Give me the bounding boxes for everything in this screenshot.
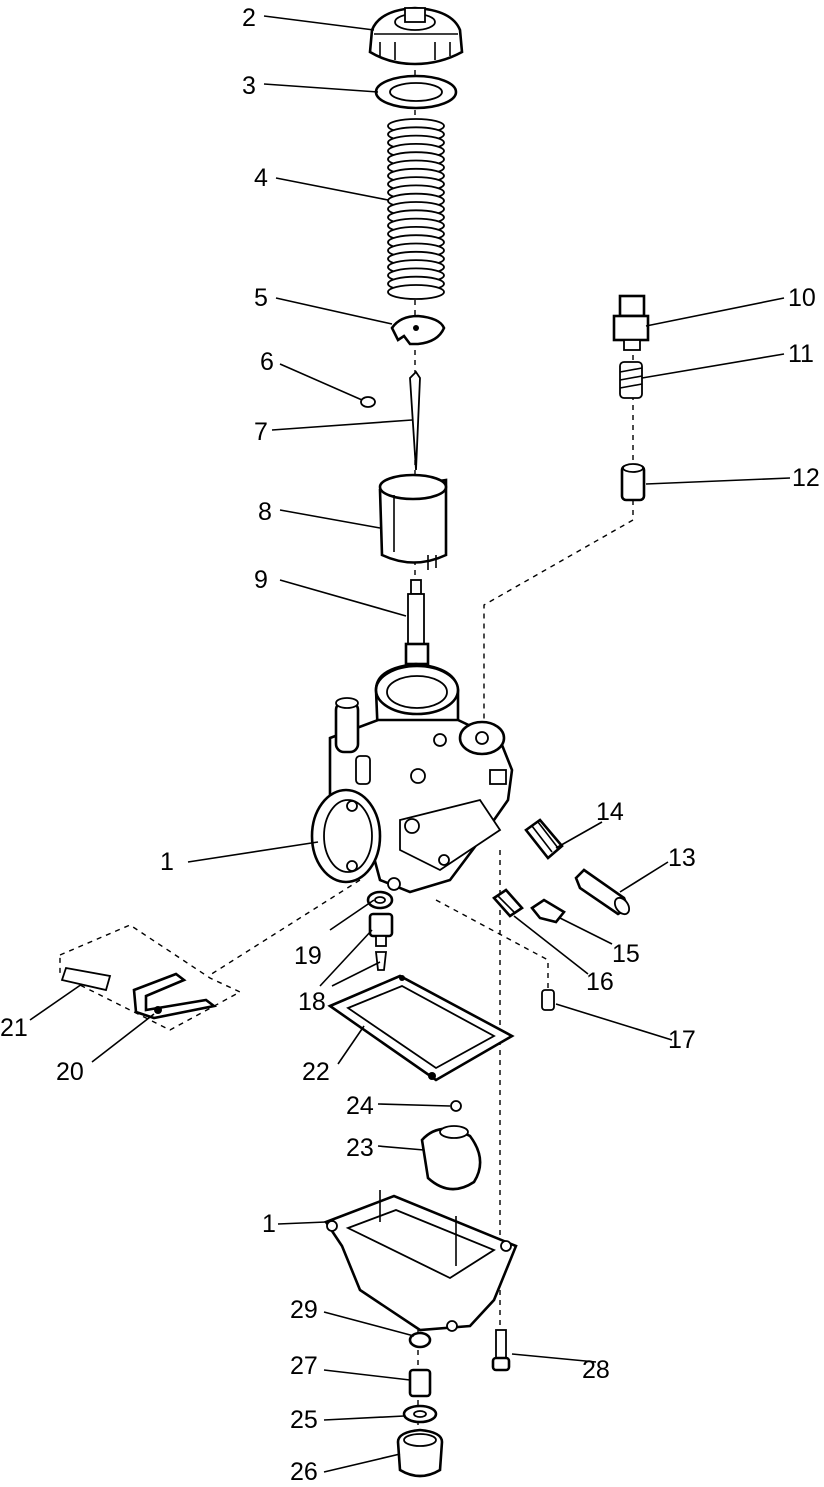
part-28-screw bbox=[491, 1329, 511, 1372]
callout-27: 27 bbox=[290, 1352, 318, 1380]
part-3-ring bbox=[374, 74, 458, 110]
part-14-spring bbox=[524, 818, 564, 860]
callout-10: 10 bbox=[788, 284, 816, 312]
part-26-plug bbox=[396, 1428, 444, 1478]
callout-18: 18 bbox=[298, 988, 326, 1016]
callout-21: 21 bbox=[0, 1014, 28, 1042]
part-22-gasket bbox=[327, 974, 515, 1082]
callout-29: 29 bbox=[290, 1296, 318, 1324]
part-11-spring bbox=[619, 361, 643, 399]
leader-lines bbox=[29, 15, 791, 1473]
part-17-jet bbox=[541, 989, 555, 1011]
part-15-screw bbox=[530, 898, 566, 924]
spring-coil bbox=[387, 284, 445, 300]
part-25-washer bbox=[402, 1404, 438, 1424]
part-12-fitting bbox=[620, 463, 646, 502]
callout-20: 20 bbox=[56, 1058, 84, 1086]
part-24-ball bbox=[450, 1100, 462, 1112]
part-13-screw bbox=[574, 868, 631, 916]
callout-5: 5 bbox=[254, 284, 268, 312]
callout-11: 11 bbox=[788, 340, 814, 368]
callout-6: 6 bbox=[260, 348, 274, 376]
part-1-bowl bbox=[324, 1190, 518, 1332]
part-18-needle-valve bbox=[368, 912, 394, 971]
callout-19: 19 bbox=[294, 942, 322, 970]
callout-12: 12 bbox=[792, 464, 820, 492]
part-27-jet bbox=[408, 1368, 432, 1398]
callout-1-bowl: 1 bbox=[262, 1210, 276, 1238]
part-10-screw bbox=[612, 294, 650, 351]
part-2-cap bbox=[368, 6, 464, 66]
part-1-body bbox=[310, 662, 514, 894]
callout-1-body: 1 bbox=[160, 848, 174, 876]
callout-2: 2 bbox=[242, 4, 256, 32]
part-6-clip bbox=[360, 396, 376, 408]
part-19-washer bbox=[366, 890, 394, 910]
callout-13: 13 bbox=[668, 844, 696, 872]
callout-22: 22 bbox=[302, 1058, 330, 1086]
callout-14: 14 bbox=[596, 798, 624, 826]
callout-4: 4 bbox=[254, 164, 268, 192]
callout-26: 26 bbox=[290, 1458, 318, 1486]
callout-17: 17 bbox=[668, 1026, 696, 1054]
part-4-spring bbox=[387, 118, 445, 300]
callout-15: 15 bbox=[612, 940, 640, 968]
part-7-needle bbox=[409, 370, 421, 471]
part-5-plate bbox=[390, 314, 446, 346]
part-9-holder bbox=[404, 579, 430, 666]
callout-9: 9 bbox=[254, 566, 268, 594]
callout-7: 7 bbox=[254, 418, 268, 446]
callout-24: 24 bbox=[346, 1092, 374, 1120]
callout-8: 8 bbox=[258, 498, 272, 526]
callout-labels: 2 3 4 5 6 7 8 9 10 11 12 1 14 13 19 15 1… bbox=[0, 4, 820, 1486]
part-23-float bbox=[420, 1125, 482, 1191]
callout-16: 16 bbox=[586, 968, 614, 996]
part-16-spring bbox=[492, 888, 524, 918]
part-21-20-linkage bbox=[59, 924, 242, 1031]
callout-23: 23 bbox=[346, 1134, 374, 1162]
part-8-slide bbox=[378, 473, 448, 570]
callout-3: 3 bbox=[242, 72, 256, 100]
callout-28: 28 bbox=[582, 1356, 610, 1384]
part-29-washer bbox=[408, 1331, 432, 1349]
callout-25: 25 bbox=[290, 1406, 318, 1434]
